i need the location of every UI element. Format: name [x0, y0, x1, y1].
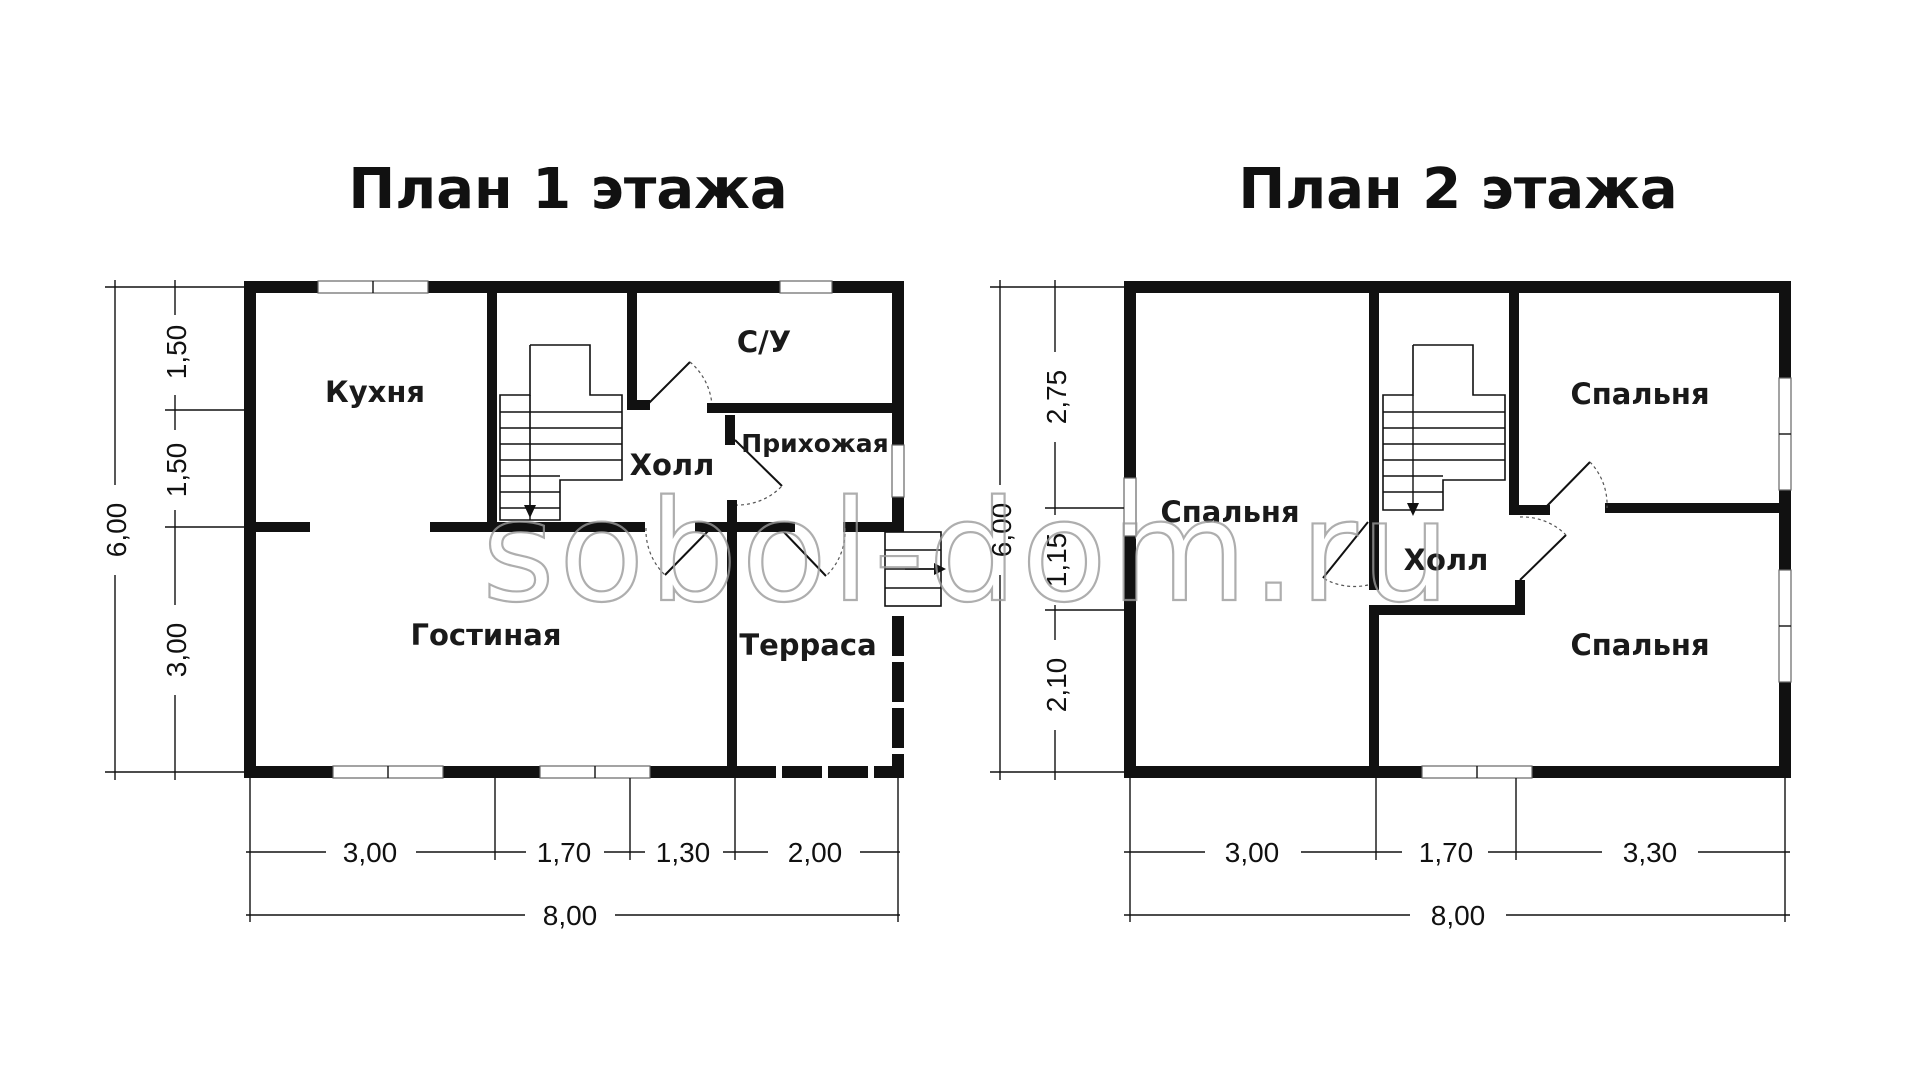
floor2-stairs	[1382, 344, 1506, 516]
floor1-title: План 1 этажа	[348, 157, 787, 222]
floor1-dim-bottom-3: 1,30	[656, 837, 711, 868]
floor1-dim-total: 8,00	[543, 900, 598, 931]
floor1-dims-bottom: 3,00 1,70 1,30 2,00 8,00	[246, 778, 900, 933]
floor2-dim-bottom-2: 1,70	[1419, 837, 1474, 868]
floor2-title: План 2 этажа	[1238, 157, 1677, 222]
watermark: sobol-dom.ru	[482, 471, 1454, 634]
floor2-room-bedroom-top-right: Спальня	[1570, 377, 1709, 411]
floor2-dims-left: 2,75 1,15 2,10 6,00	[983, 280, 1124, 780]
floor1-stairs	[499, 344, 623, 521]
floor2-dims-bottom: 3,00 1,70 3,30 8,00	[1124, 778, 1790, 933]
floor1-dim-bottom-1: 3,00	[343, 837, 398, 868]
floor1-room-living: Гостиная	[411, 618, 562, 652]
floor1-windows	[317, 280, 905, 779]
floor2-room-hall: Холл	[1404, 543, 1489, 577]
floor2-dim-left-1: 2,75	[1041, 370, 1072, 425]
floor2-dim-total: 8,00	[1431, 900, 1486, 931]
floor2-plan: План 2 этажа	[983, 157, 1792, 933]
floor1-dim-height: 6,00	[101, 503, 132, 558]
floor1-dim-left-2: 1,50	[161, 443, 192, 498]
floor1-dim-left-3: 3,00	[161, 623, 192, 678]
floor2-dim-left-3: 2,10	[1041, 658, 1072, 713]
floor1-room-bathroom: С/У	[737, 325, 791, 359]
floor1-dims-left: 1,50 1,50 3,00 6,00	[98, 280, 244, 780]
floor1-doors	[645, 361, 846, 610]
floor2-windows	[1123, 377, 1792, 779]
floor2-room-bedroom-left: Спальня	[1160, 495, 1299, 529]
floor2-dim-bottom-3: 3,30	[1623, 837, 1678, 868]
floor1-porch-steps	[884, 531, 946, 607]
floor2-doors	[1322, 461, 1608, 588]
floor2-dim-height: 6,00	[986, 503, 1017, 558]
floor2-dim-bottom-1: 3,00	[1225, 837, 1280, 868]
floor2-room-bedroom-bottom-right: Спальня	[1570, 628, 1709, 662]
floor1-room-hall: Холл	[630, 448, 715, 482]
floor1-dim-bottom-2: 1,70	[537, 837, 592, 868]
floor2-dim-left-2: 1,15	[1041, 533, 1072, 588]
floor1-plan: План 1 этажа	[98, 157, 946, 933]
floor1-room-kitchen: Кухня	[325, 375, 425, 409]
floor1-room-entrance: Прихожая	[741, 429, 888, 458]
floor1-dim-bottom-4: 2,00	[788, 837, 843, 868]
floor1-room-terrace: Терраса	[739, 628, 876, 662]
floor1-dim-left-1: 1,50	[161, 325, 192, 380]
